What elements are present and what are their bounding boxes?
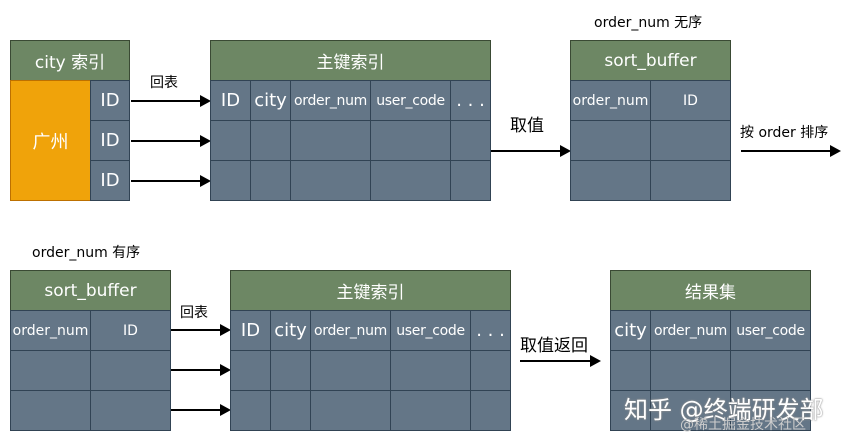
table-cell — [370, 120, 451, 161]
city-index-header: city 索引 — [10, 40, 130, 81]
result-col-city: city — [610, 310, 651, 351]
table-cell — [270, 350, 311, 391]
primary-col-city: city — [270, 310, 311, 351]
ordered-note: order_num 有序 — [32, 245, 141, 261]
fetch-value-arrow — [491, 145, 571, 157]
table-cell — [310, 390, 391, 431]
primary-index-header: 主键索引 — [210, 40, 491, 81]
primary-col-id: ID — [230, 310, 271, 351]
fetch-return-arrow — [520, 355, 601, 367]
primary-col-more: . . . — [450, 80, 491, 121]
table-cell — [230, 350, 271, 391]
table-cell — [290, 120, 371, 161]
table-cell — [450, 120, 491, 161]
table-cell — [730, 350, 811, 391]
primary-col-city: city — [250, 80, 291, 121]
table-cell — [730, 390, 811, 431]
table-cell — [610, 390, 651, 431]
sort-buffer-col-id: ID — [90, 310, 171, 351]
table-cell — [390, 390, 471, 431]
table-cell — [650, 390, 731, 431]
fetch-return-label: 取值返回 — [520, 336, 588, 356]
back-to-table-label: 回表 — [150, 75, 178, 91]
table-cell — [210, 120, 251, 161]
table-cell — [90, 390, 171, 431]
sort-by-order-arrow — [741, 145, 841, 157]
primary-col-order-num: order_num — [310, 310, 391, 351]
primary-index-header: 主键索引 — [230, 270, 511, 311]
city-value-cell: 广州 — [10, 80, 91, 201]
back-to-table-arrow — [171, 404, 231, 416]
sort-buffer-col-order-num: order_num — [570, 80, 651, 121]
table-cell — [450, 160, 491, 201]
result-set-header: 结果集 — [610, 270, 811, 311]
back-to-table-arrow — [171, 364, 231, 376]
city-index-id-cell: ID — [90, 160, 130, 201]
table-cell — [610, 350, 651, 391]
primary-col-user-code: user_code — [390, 310, 471, 351]
watermark-sub: @稀土掘金技术社区 — [680, 417, 806, 433]
table-cell — [290, 160, 371, 201]
result-col-order-num: order_num — [650, 310, 731, 351]
table-cell — [230, 390, 271, 431]
sort-buffer-header: sort_buffer — [10, 270, 171, 311]
table-cell — [650, 350, 731, 391]
table-cell — [310, 350, 391, 391]
table-cell — [270, 390, 311, 431]
table-cell — [570, 120, 651, 161]
city-index-id-cell: ID — [90, 120, 130, 161]
table-cell — [10, 350, 91, 391]
table-cell — [10, 390, 91, 431]
back-to-table-arrow — [131, 135, 211, 147]
back-to-table-label: 回表 — [180, 305, 208, 321]
result-col-user-code: user_code — [730, 310, 811, 351]
sort-buffer-header: sort_buffer — [570, 40, 731, 81]
primary-col-order-num: order_num — [290, 80, 371, 121]
back-to-table-arrow — [171, 324, 231, 336]
sort-buffer-col-id: ID — [650, 80, 731, 121]
sort-buffer-col-order-num: order_num — [10, 310, 91, 351]
table-cell — [470, 350, 511, 391]
fetch-value-label: 取值 — [510, 116, 544, 136]
table-cell — [210, 160, 251, 201]
back-to-table-arrow — [131, 95, 211, 107]
table-cell — [650, 120, 731, 161]
table-cell — [570, 160, 651, 201]
primary-col-id: ID — [210, 80, 251, 121]
unordered-note: order_num 无序 — [594, 15, 703, 31]
table-cell — [650, 160, 731, 201]
table-cell — [470, 390, 511, 431]
primary-col-user-code: user_code — [370, 80, 451, 121]
table-cell — [370, 160, 451, 201]
table-cell — [90, 350, 171, 391]
sort-by-order-label: 按 order 排序 — [740, 125, 829, 141]
watermark-main: 知乎 @终端研发部 — [624, 396, 824, 424]
primary-col-more: . . . — [470, 310, 511, 351]
table-cell — [250, 160, 291, 201]
back-to-table-arrow — [131, 175, 211, 187]
table-cell — [390, 350, 471, 391]
city-index-id-cell: ID — [90, 80, 130, 121]
table-cell — [250, 120, 291, 161]
